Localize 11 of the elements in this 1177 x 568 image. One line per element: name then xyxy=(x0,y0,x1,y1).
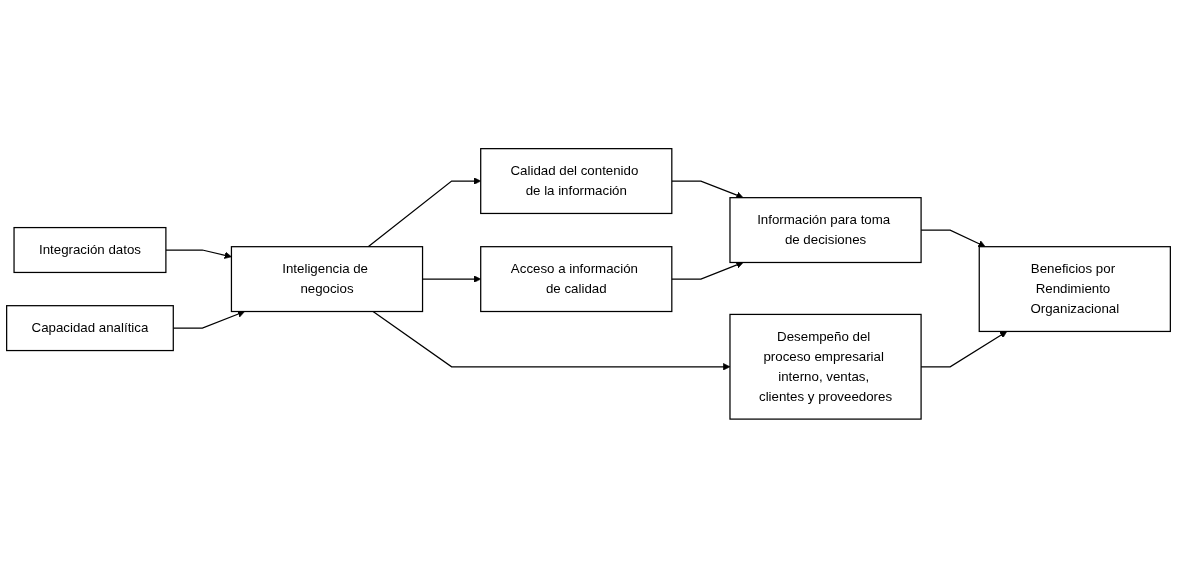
node-box: Acceso a información de calidad xyxy=(480,246,673,313)
node-box: Capacidad analítica xyxy=(6,305,174,352)
arrow xyxy=(671,180,744,199)
node-box: Beneficios por Rendimiento Organizacional xyxy=(978,246,1171,333)
node-box: Información para toma de decisiones xyxy=(729,197,922,264)
node-box: Inteligencia de negocios xyxy=(230,246,424,313)
arrow xyxy=(671,261,744,280)
node-box: Calidad del contenido de la información xyxy=(480,148,673,215)
arrow xyxy=(165,249,232,259)
node-box: Integración datos xyxy=(13,227,167,274)
node-box: Desempeño del proceso empresarial interno, ventas, clientes y proveedores xyxy=(729,313,922,420)
